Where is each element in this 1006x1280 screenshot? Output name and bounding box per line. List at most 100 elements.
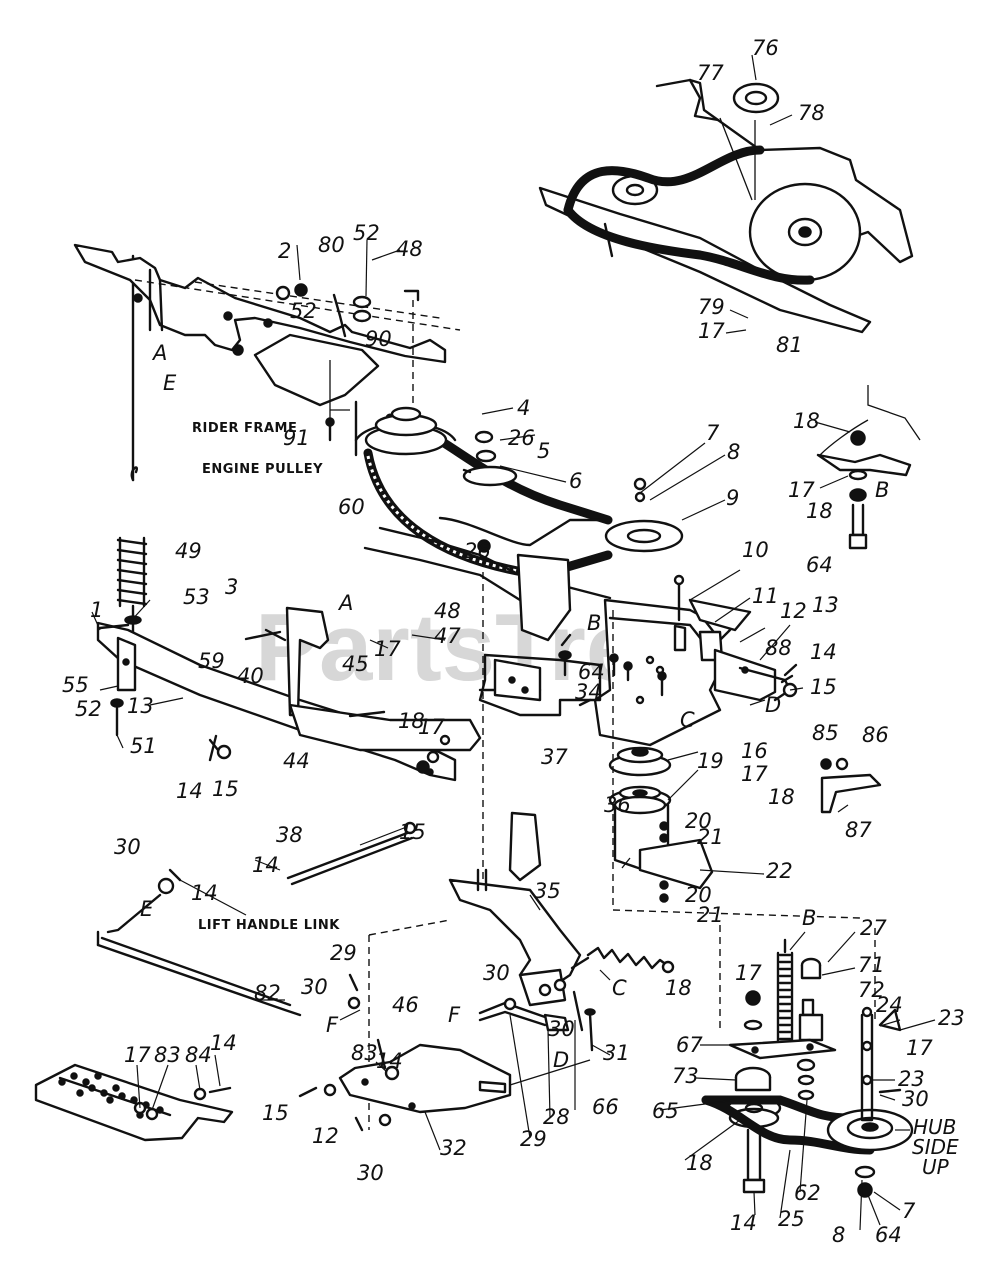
callout[interactable]: 45 bbox=[342, 652, 369, 676]
callout[interactable]: 52 bbox=[75, 697, 102, 721]
callout[interactable]: 3 bbox=[225, 575, 238, 599]
callout[interactable]: 17 bbox=[418, 715, 445, 739]
callout[interactable]: 18 bbox=[793, 409, 820, 433]
callout[interactable]: 16 bbox=[741, 739, 768, 763]
callout[interactable]: 40 bbox=[237, 664, 264, 688]
callout[interactable]: 21 bbox=[697, 903, 724, 927]
callout[interactable]: 35 bbox=[534, 879, 561, 903]
callout[interactable]: 17 bbox=[735, 961, 762, 985]
callout[interactable]: 15 bbox=[212, 777, 239, 801]
callout[interactable]: 24 bbox=[876, 993, 903, 1017]
callout[interactable]: 30 bbox=[357, 1161, 384, 1185]
callout[interactable]: 85 bbox=[812, 721, 839, 745]
callout[interactable]: 65 bbox=[652, 1099, 679, 1123]
callout[interactable]: 23 bbox=[898, 1067, 925, 1091]
callout[interactable]: 30 bbox=[548, 1017, 575, 1041]
callout[interactable]: 36 bbox=[604, 793, 631, 817]
callout[interactable]: D bbox=[553, 1048, 569, 1072]
callout[interactable]: B bbox=[587, 611, 601, 635]
callout[interactable]: 12 bbox=[312, 1124, 339, 1148]
callout[interactable]: C bbox=[612, 976, 627, 1000]
callout[interactable]: 18 bbox=[768, 785, 795, 809]
callout[interactable]: 83 bbox=[154, 1043, 181, 1067]
callout[interactable]: 86 bbox=[862, 723, 889, 747]
callout[interactable]: 80 bbox=[318, 233, 345, 257]
callout[interactable]: 23 bbox=[938, 1006, 965, 1030]
callout[interactable]: 29 bbox=[520, 1127, 547, 1151]
callout[interactable]: 18 bbox=[398, 709, 425, 733]
callout[interactable]: 87 bbox=[845, 818, 872, 842]
callout[interactable]: 38 bbox=[276, 823, 303, 847]
callout[interactable]: 77 bbox=[697, 61, 724, 85]
callout[interactable]: 29 bbox=[330, 941, 357, 965]
callout[interactable]: 32 bbox=[440, 1136, 467, 1160]
callout[interactable]: 79 bbox=[698, 295, 725, 319]
callout[interactable]: 14 bbox=[176, 779, 203, 803]
callout[interactable]: 64 bbox=[806, 553, 833, 577]
callout[interactable]: D bbox=[765, 693, 781, 717]
callout[interactable]: 28 bbox=[543, 1105, 570, 1129]
callout[interactable]: 2 bbox=[278, 239, 291, 263]
callout[interactable]: 64 bbox=[875, 1223, 902, 1247]
callout[interactable]: 91 bbox=[283, 426, 310, 450]
callout[interactable]: 5 bbox=[537, 439, 550, 463]
callout[interactable]: 20 bbox=[685, 809, 712, 833]
callout[interactable]: 14 bbox=[376, 1049, 403, 1073]
callout[interactable]: 7 bbox=[902, 1199, 916, 1223]
callout[interactable]: 49 bbox=[175, 539, 202, 563]
callout[interactable]: 76 bbox=[752, 36, 779, 60]
callout[interactable]: 82 bbox=[254, 981, 281, 1005]
callout[interactable]: 66 bbox=[592, 1095, 619, 1119]
callout[interactable]: 20 bbox=[685, 883, 712, 907]
callout[interactable]: 62 bbox=[794, 1181, 821, 1205]
callout[interactable]: 13 bbox=[812, 593, 839, 617]
callout[interactable]: 90 bbox=[365, 327, 392, 351]
callout[interactable]: 48 bbox=[396, 237, 423, 261]
callout[interactable]: 72 bbox=[858, 978, 885, 1002]
callout[interactable]: 7 bbox=[706, 421, 720, 445]
callout[interactable]: 81 bbox=[776, 333, 803, 357]
callout[interactable]: 55 bbox=[62, 673, 89, 697]
callout[interactable]: 6 bbox=[569, 469, 582, 493]
callout[interactable]: 13 bbox=[127, 694, 154, 718]
callout[interactable]: 18 bbox=[665, 976, 692, 1000]
callout[interactable]: 30 bbox=[301, 975, 328, 999]
callout[interactable]: 15 bbox=[262, 1101, 289, 1125]
callout[interactable]: E bbox=[140, 897, 154, 921]
callout[interactable]: 37 bbox=[541, 745, 568, 769]
callout[interactable]: 73 bbox=[672, 1064, 699, 1088]
callout[interactable]: 46 bbox=[392, 993, 419, 1017]
callout[interactable]: A bbox=[151, 341, 167, 365]
callout[interactable]: 25 bbox=[778, 1207, 805, 1231]
callout[interactable]: 17 bbox=[788, 478, 815, 502]
callout[interactable]: 18 bbox=[806, 499, 833, 523]
callout[interactable]: 67 bbox=[676, 1033, 703, 1057]
callout[interactable]: 14 bbox=[210, 1031, 237, 1055]
callout[interactable]: 19 bbox=[697, 749, 724, 773]
callout[interactable]: 48 bbox=[434, 599, 461, 623]
callout[interactable]: 17 bbox=[374, 637, 401, 661]
callout[interactable]: 8 bbox=[727, 440, 740, 464]
callout[interactable]: 14 bbox=[730, 1211, 757, 1235]
callout[interactable]: 64 bbox=[578, 660, 605, 684]
callout[interactable]: 17 bbox=[741, 762, 768, 786]
callout[interactable]: 71 bbox=[858, 953, 885, 977]
callout[interactable]: 14 bbox=[810, 640, 837, 664]
callout[interactable]: 11 bbox=[752, 584, 779, 608]
callout[interactable]: B bbox=[802, 906, 816, 930]
callout[interactable]: 59 bbox=[198, 649, 225, 673]
callout[interactable]: 22 bbox=[766, 859, 793, 883]
callout[interactable]: 44 bbox=[283, 749, 310, 773]
callout[interactable]: 51 bbox=[130, 734, 157, 758]
callout[interactable]: 27 bbox=[860, 916, 887, 940]
callout[interactable]: 53 bbox=[183, 585, 210, 609]
callout[interactable]: 30 bbox=[483, 961, 510, 985]
callout[interactable]: 12 bbox=[780, 599, 807, 623]
callout[interactable]: F bbox=[326, 1013, 339, 1037]
callout[interactable]: 52 bbox=[290, 299, 317, 323]
callout[interactable]: 84 bbox=[185, 1043, 212, 1067]
callout[interactable]: 60 bbox=[338, 495, 365, 519]
callout[interactable]: 15 bbox=[810, 675, 837, 699]
callout[interactable]: 26 bbox=[464, 539, 491, 563]
callout[interactable]: 8 bbox=[832, 1223, 845, 1247]
